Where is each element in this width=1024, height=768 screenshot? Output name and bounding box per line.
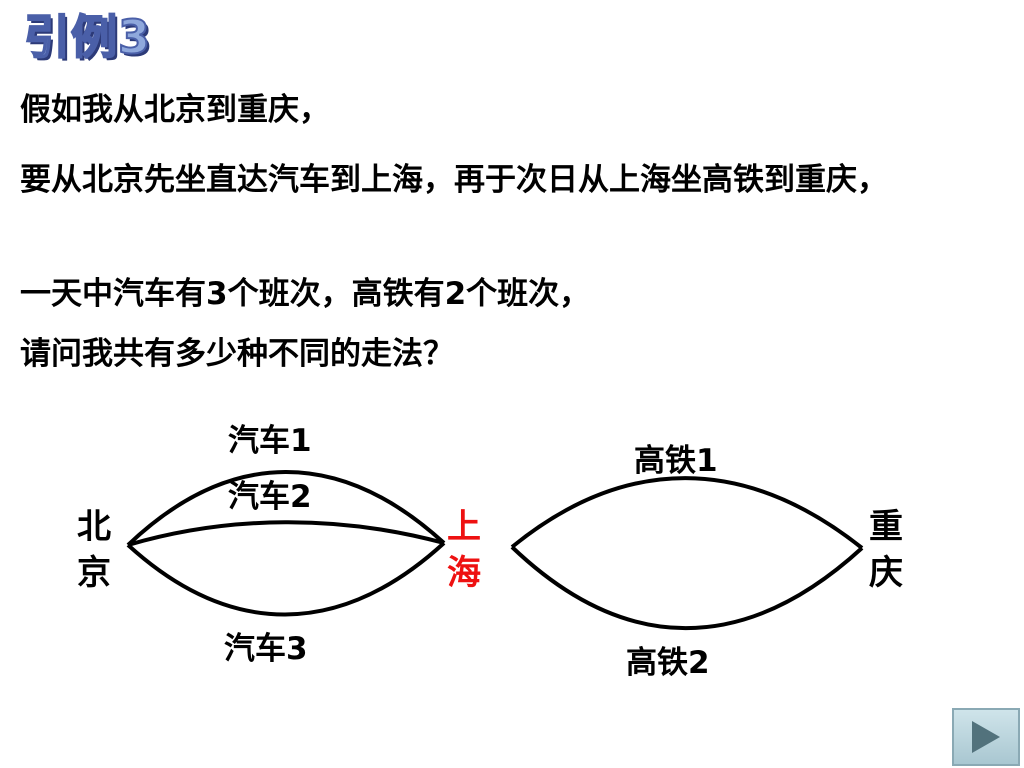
route-label-car2: 汽车2 — [228, 479, 312, 515]
paragraph-1: 假如我从北京到重庆， — [20, 92, 330, 128]
route-line-car3 — [126, 541, 446, 617]
paragraph-4: 请问我共有多少种不同的走法？ — [20, 336, 454, 372]
route-label-car1: 汽车1 — [228, 423, 312, 459]
route-line-rail2 — [510, 545, 864, 630]
slide-title: 引例3 — [23, 10, 152, 64]
route-line-car1 — [126, 470, 446, 547]
city-shanghai: 上海 — [447, 507, 481, 593]
paragraph-3: 一天中汽车有3个班次，高铁有2个班次， — [20, 276, 591, 312]
play-icon — [972, 721, 1000, 753]
city-chongqing: 重庆 — [869, 507, 903, 593]
paragraph-2: 要从北京先坐直达汽车到上海，再于次日从上海坐高铁到重庆， — [20, 162, 888, 198]
city-beijing: 北京 — [77, 507, 111, 593]
route-line-rail1 — [510, 476, 864, 550]
route-label-rail2: 高铁2 — [626, 645, 710, 681]
route-label-rail1: 高铁1 — [634, 443, 718, 479]
next-slide-button[interactable] — [952, 708, 1020, 766]
route-label-car3: 汽车3 — [224, 631, 308, 667]
route-line-car2 — [127, 520, 445, 547]
